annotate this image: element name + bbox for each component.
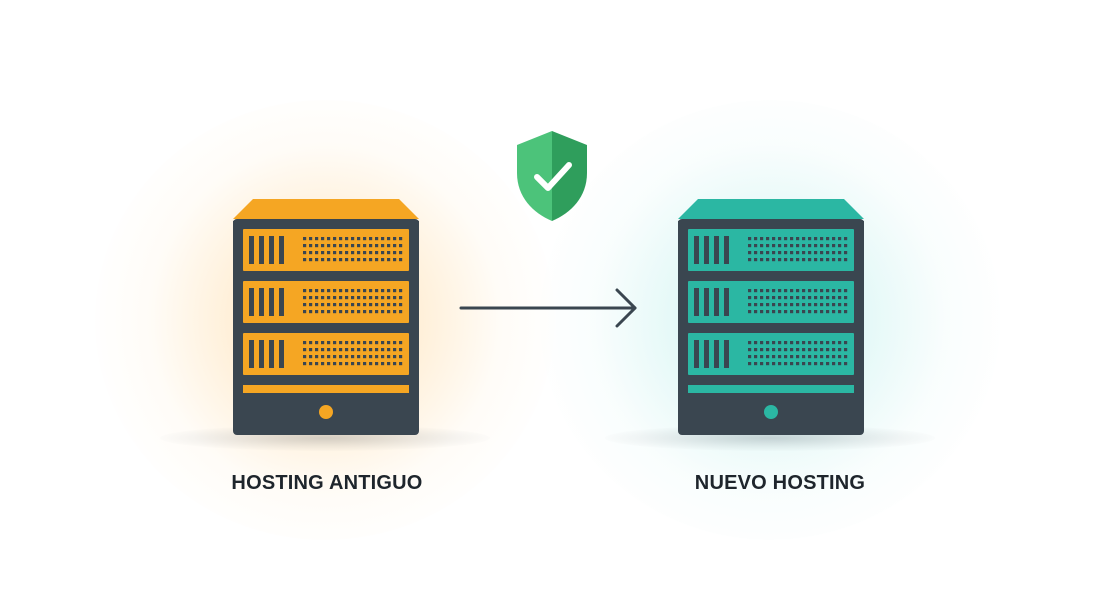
checkmark-icon [534,162,572,191]
new-hosting-label: NUEVO HOSTING [694,472,866,494]
arrow-right-icon [459,288,637,328]
server-body [678,219,864,435]
old-hosting-label: HOSTING ANTIGUO [231,472,423,494]
server-strip [243,385,409,393]
drive-bay [688,229,854,271]
server-top [678,199,864,219]
drive-bay [243,281,409,323]
server-body [233,219,419,435]
drive-bay [688,333,854,375]
power-led-icon [764,405,778,419]
drive-bay [243,229,409,271]
shield-check-icon [517,131,587,221]
drive-bay [688,281,854,323]
server-top [233,199,419,219]
server-strip [688,385,854,393]
old-server-rack-icon [233,199,419,435]
power-led-icon [319,405,333,419]
drive-bay [243,333,409,375]
new-server-rack-icon [678,199,864,435]
